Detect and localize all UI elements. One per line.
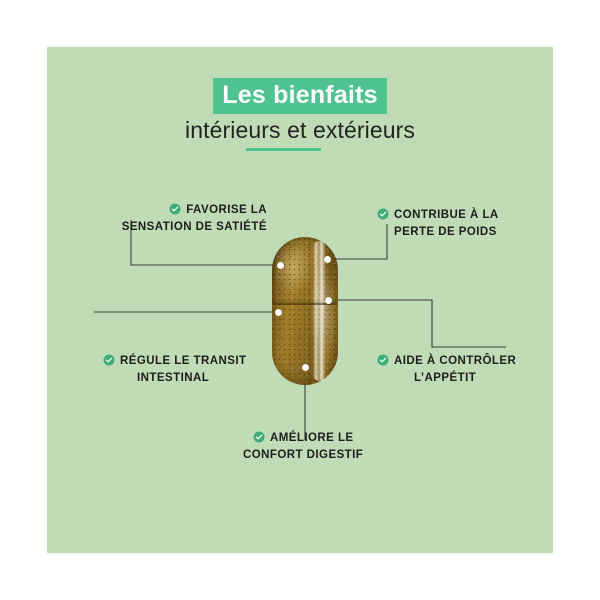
benefit-contribue-text2: PERTE DE POIDS [394, 225, 497, 238]
benefit-ameliore-confort-digestif: AMÉLIORE LE CONFORT DIGESTIF [243, 430, 443, 463]
capsule-seam [272, 303, 338, 305]
benefit-contribue-perte-de-poids: CONTRIBUE À LA PERTE DE POIDS [377, 207, 557, 240]
capsule-gloss [313, 241, 326, 381]
check-circle-icon [377, 354, 389, 366]
page-subtitle: intérieurs et extérieurs [185, 117, 415, 143]
marker-dot-contribue-perte-de-poids [324, 256, 331, 263]
benefit-favorise-satiete: FAVORISE LA SENSATION DE SATIÉTÉ [42, 202, 267, 235]
benefit-regule-text1: RÉGULE LE TRANSIT [120, 355, 247, 367]
benefit-ameliore-text1: AMÉLIORE LE [270, 432, 354, 444]
title-wrapper: Les bienfaits [47, 78, 553, 114]
connector-favorise-satiete [130, 220, 280, 266]
connector-aide-controler-appetit [328, 299, 506, 348]
benefit-aide-line1: AIDE À CONTRÔLER [377, 353, 557, 370]
check-circle-icon [253, 431, 265, 443]
page-title: Les bienfaits [213, 78, 387, 114]
marker-dot-favorise-satiete [277, 262, 284, 269]
marker-dot-regule-transit [275, 309, 282, 316]
benefit-favorise-satiete-line1: FAVORISE LA [42, 202, 267, 219]
benefit-aide-text1: AIDE À CONTRÔLER [394, 355, 517, 367]
benefit-ameliore-line1: AMÉLIORE LE [243, 430, 443, 447]
benefit-contribue-text1: CONTRIBUE À LA [394, 209, 499, 221]
benefit-regule-transit-intestinal: RÉGULE LE TRANSIT INTESTINAL [103, 353, 293, 386]
benefit-favorise-satiete-text2: SENSATION DE SATIÉTÉ [121, 220, 267, 233]
green-panel: Les bienfaits intérieurs et extérieurs [47, 47, 553, 553]
subtitle-underline [246, 148, 321, 151]
benefit-favorise-satiete-text1: FAVORISE LA [186, 204, 267, 216]
capsule-cap-shadow [272, 237, 338, 305]
benefit-ameliore-text2: CONFORT DIGESTIF [243, 448, 364, 461]
benefit-regule-text2: INTESTINAL [137, 371, 210, 384]
benefit-aide-text2: L’APPÉTIT [414, 371, 477, 384]
benefit-contribue-line1: CONTRIBUE À LA [377, 207, 557, 224]
check-circle-icon [169, 203, 181, 215]
benefit-aide-controler-appetit: AIDE À CONTRÔLER L’APPÉTIT [377, 353, 557, 386]
connector-contribue-perte-de-poids [328, 224, 388, 260]
check-circle-icon [377, 208, 389, 220]
benefit-regule-line1: RÉGULE LE TRANSIT [103, 353, 293, 370]
check-circle-icon [103, 354, 115, 366]
marker-dot-ameliore-confort-digestif [302, 364, 309, 371]
marker-dot-aide-controler-appetit [325, 297, 332, 304]
